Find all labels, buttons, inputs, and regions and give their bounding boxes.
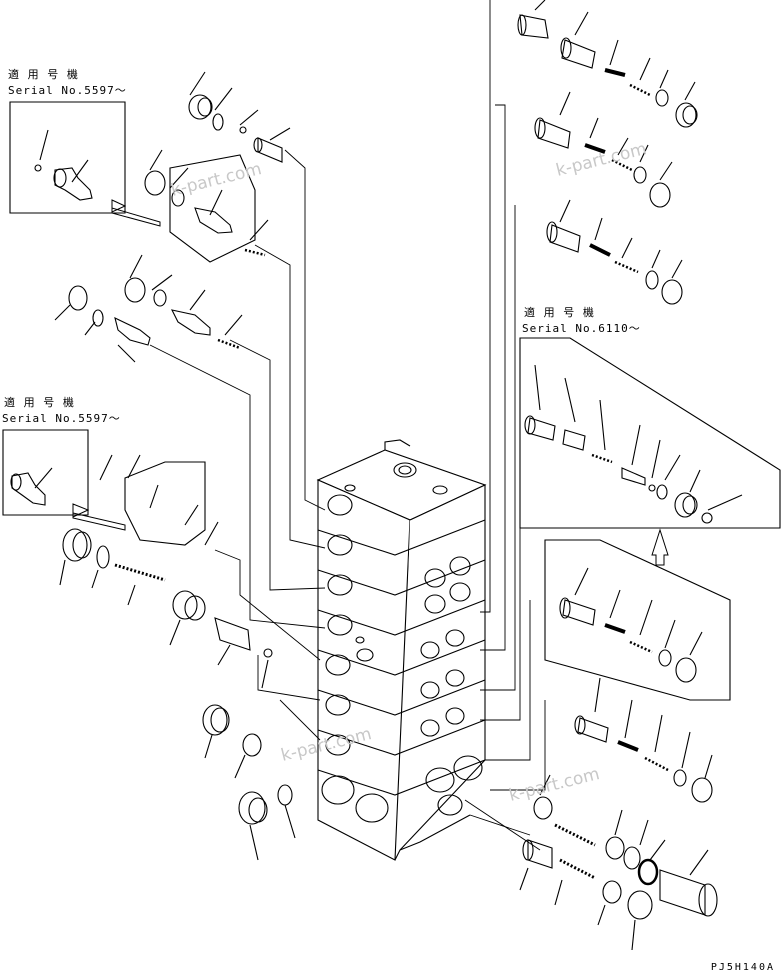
callout-box-lower-left bbox=[2, 429, 206, 546]
callout-box-right bbox=[519, 337, 781, 701]
callout-title-right: 適 用 号 機 bbox=[524, 306, 595, 319]
callout-serial-right: Serial No.6110～ bbox=[522, 322, 641, 335]
parts-left bbox=[54, 71, 296, 861]
callout-box-upper-left bbox=[9, 101, 256, 263]
callout-serial-upper-left: Serial No.5597～ bbox=[8, 84, 127, 97]
callout-title-upper-left: 適 用 号 機 bbox=[8, 68, 79, 81]
valve-block bbox=[316, 439, 487, 861]
callout-title-lower-left: 適 用 号 機 bbox=[4, 396, 75, 409]
leader-lines bbox=[149, 0, 546, 851]
callout-serial-lower-left: Serial No.5597～ bbox=[2, 412, 121, 425]
drawing-code: PJ5H140A bbox=[710, 962, 775, 973]
parts-right bbox=[517, 0, 743, 951]
